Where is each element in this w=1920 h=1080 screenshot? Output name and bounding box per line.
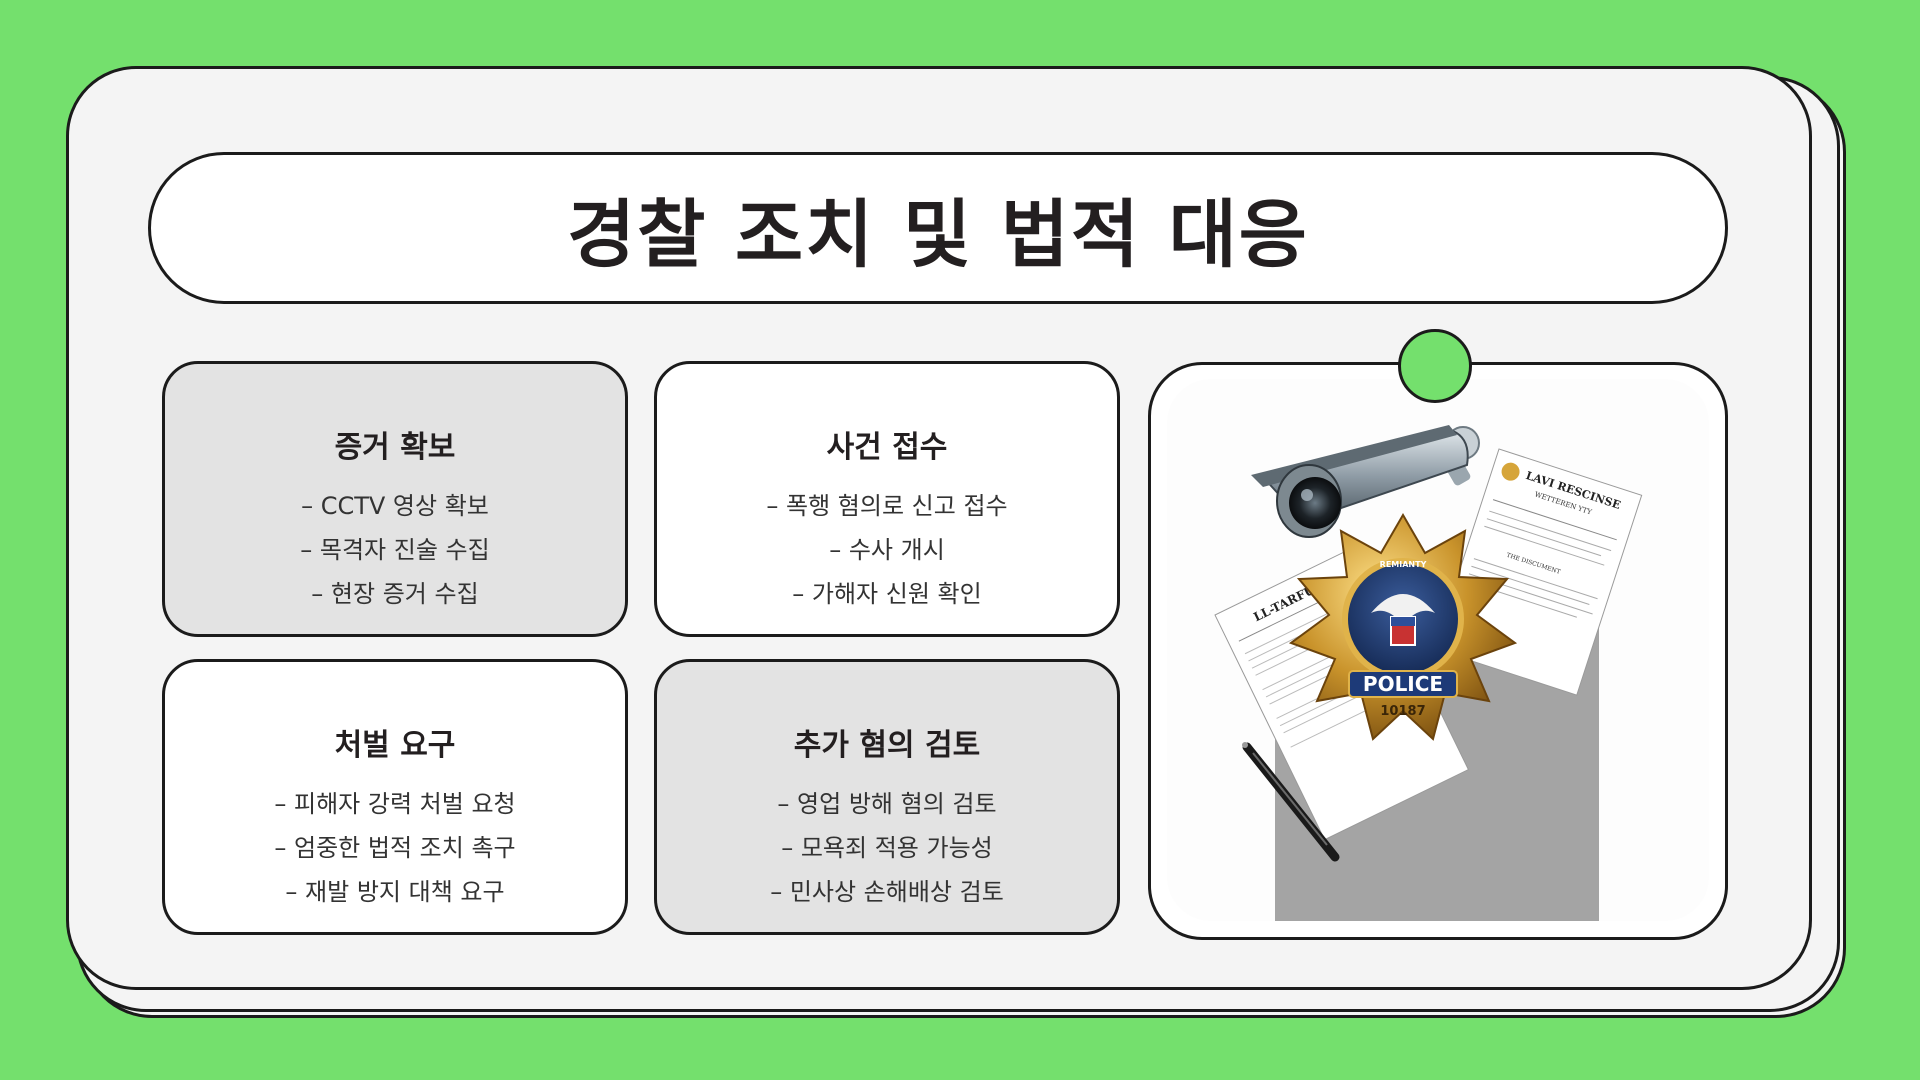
- card-heading: 처벌 요구: [334, 728, 456, 763]
- card-list: – CCTV 영상 확보 – 목격자 진술 수집 – 현장 증거 수집: [300, 484, 489, 616]
- card-evidence: 증거 확보 – CCTV 영상 확보 – 목격자 진술 수집 – 현장 증거 수…: [162, 361, 628, 637]
- pin-dot: [1398, 329, 1472, 403]
- card-list: – 영업 방해 혐의 검토 – 모욕죄 적용 가능성 – 민사상 손해배상 검토: [770, 782, 1004, 914]
- list-item: – 현장 증거 수집: [311, 580, 479, 608]
- list-item: – 민사상 손해배상 검토: [770, 878, 1004, 906]
- image-area: LAVI RESCINSE WETTEREN YTY THE DISCUMENT…: [1167, 379, 1709, 921]
- list-item: – 피해자 강력 처벌 요청: [274, 790, 516, 818]
- card-punishment: 처벌 요구 – 피해자 강력 처벌 요청 – 엄중한 법적 조치 촉구 – 재발…: [162, 659, 628, 935]
- card-additional-charges: 추가 혐의 검토 – 영업 방해 혐의 검토 – 모욕죄 적용 가능성 – 민사…: [654, 659, 1120, 935]
- card-heading: 사건 접수: [826, 430, 948, 465]
- card-list: – 폭행 혐의로 신고 접수 – 수사 개시 – 가해자 신원 확인: [766, 484, 1007, 616]
- page-title: 경찰 조치 및 법적 대응: [567, 191, 1309, 278]
- card-heading: 추가 혐의 검토: [793, 728, 981, 763]
- badge-number: 10187: [1380, 704, 1425, 719]
- list-item: – 수사 개시: [829, 536, 945, 564]
- title-banner: 경찰 조치 및 법적 대응: [148, 152, 1728, 304]
- list-item: – 영업 방해 혐의 검토: [777, 790, 997, 818]
- card-list: – 피해자 강력 처벌 요청 – 엄중한 법적 조치 촉구 – 재발 방지 대책…: [274, 782, 515, 914]
- list-item: – 재발 방지 대책 요구: [285, 878, 505, 906]
- list-item: – CCTV 영상 확보: [301, 492, 489, 520]
- list-item: – 폭행 혐의로 신고 접수: [766, 492, 1008, 520]
- pen-icon: [1242, 742, 1340, 862]
- list-item: – 목격자 진술 수집: [300, 536, 490, 564]
- image-frame: LAVI RESCINSE WETTEREN YTY THE DISCUMENT…: [1148, 362, 1728, 940]
- list-item: – 엄중한 법적 조치 촉구: [274, 834, 516, 862]
- card-heading: 증거 확보: [334, 430, 456, 465]
- card-case-report: 사건 접수 – 폭행 혐의로 신고 접수 – 수사 개시 – 가해자 신원 확인: [654, 361, 1120, 637]
- police-badge-icon: REMIANTY POLICE 10187: [1288, 513, 1518, 741]
- badge-label: POLICE: [1363, 672, 1443, 696]
- badge-top-text: REMIANTY: [1380, 560, 1427, 569]
- police-illustration: LAVI RESCINSE WETTEREN YTY THE DISCUMENT…: [1214, 425, 1643, 921]
- list-item: – 모욕죄 적용 가능성: [781, 834, 993, 862]
- list-item: – 가해자 신원 확인: [792, 580, 982, 608]
- cctv-camera-icon: [1251, 425, 1480, 538]
